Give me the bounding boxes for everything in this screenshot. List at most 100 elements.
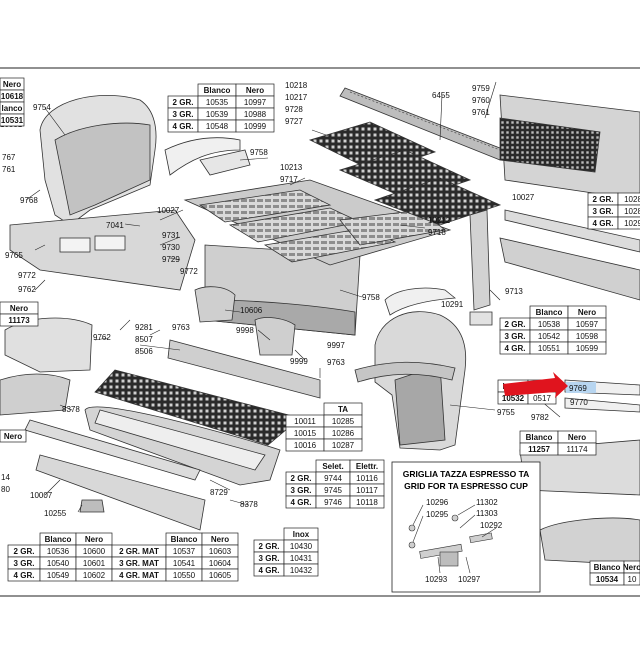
- label-8378b: 8378: [240, 500, 258, 509]
- table-header-cell: Blanco: [536, 308, 563, 317]
- table-cell: [0, 113, 25, 127]
- table-cell: [623, 572, 640, 586]
- label-9782: 9782: [531, 413, 549, 422]
- label-9281: 9281: [135, 323, 153, 332]
- table-cell-text: lanco: [2, 104, 23, 113]
- table-cell-text: 10117: [356, 486, 378, 495]
- label-10212: 10212: [428, 216, 451, 225]
- table-header-cell: Nero: [10, 304, 28, 313]
- table-cell-text: 10605: [209, 571, 232, 580]
- label-9730: 9730: [162, 243, 180, 252]
- table-cell-text: 10432: [290, 566, 313, 575]
- table-cell-text: 10015: [294, 429, 317, 438]
- label-767: 767: [2, 153, 16, 162]
- table-cell-text: 10598: [576, 332, 599, 341]
- label-8506: 8506: [135, 347, 153, 356]
- label-9760: 9760: [472, 96, 490, 105]
- table-cell-text: 10532: [502, 394, 525, 403]
- table-cell-text: 4 GR.: [505, 344, 526, 353]
- label-9762a: 9762: [18, 285, 36, 294]
- table-cell-text: 10599: [576, 344, 599, 353]
- label-9727: 9727: [285, 117, 303, 126]
- table-cell-text: 4 GR.: [14, 571, 35, 580]
- table-header-cell: Nero: [211, 535, 229, 544]
- label-761: 761: [2, 165, 16, 174]
- table-cell-text: 3 GR. MAT: [119, 559, 159, 568]
- label-9717: 9717: [280, 175, 298, 184]
- table-cell-text: 10531: [1, 116, 24, 125]
- highlight-box: [566, 382, 596, 393]
- red-arrow: [503, 372, 568, 398]
- table-cell-text: 10534: [596, 575, 619, 584]
- label-10027b: 10027: [512, 193, 535, 202]
- table-cell: [557, 442, 597, 456]
- table-cell-text: 10601: [83, 559, 106, 568]
- table-header-cell: Selet.: [322, 462, 343, 471]
- table-cell-text: 10: [628, 575, 637, 584]
- table-cell-text: 10116: [356, 474, 378, 483]
- label-9713: 9713: [505, 287, 523, 296]
- label-10007: 10007: [30, 491, 53, 500]
- table-cell-text: 2 GR.: [593, 195, 614, 204]
- table-cell-text: 1028: [624, 207, 640, 216]
- table-cell: [567, 341, 607, 355]
- label-9759: 9759: [472, 84, 490, 93]
- table-cell-text: Nero: [4, 432, 22, 441]
- table-cell-text: 10538: [538, 320, 561, 329]
- label-9768: 9768: [20, 196, 38, 205]
- table-cell-text: 2 GR.: [14, 547, 35, 556]
- griglia-part-11303: 11303: [476, 509, 498, 518]
- label-9758a: 9758: [250, 148, 268, 157]
- table-cell-text: 10536: [47, 547, 70, 556]
- label-9763b: 9763: [327, 358, 345, 367]
- table-cell-text: 10551: [538, 344, 561, 353]
- label-9718: 9718: [428, 228, 446, 237]
- table-cell-text: 3 GR.: [173, 110, 194, 119]
- part-shapes: [0, 87, 640, 566]
- table-cell-text: 10542: [538, 332, 561, 341]
- table-cell-text: 10997: [244, 98, 267, 107]
- label-9763a: 9763: [172, 323, 190, 332]
- leader-lines: [25, 81, 561, 513]
- label-9755: 9755: [497, 408, 515, 417]
- table-cell-text: 4 GR.: [291, 498, 312, 507]
- table-cell-text: 10600: [83, 547, 106, 556]
- table-header-cell: Nero: [85, 535, 103, 544]
- label-8729: 8729: [210, 488, 228, 497]
- table-cell-text: 2 GR.: [259, 542, 280, 551]
- table-cell-text: 10603: [209, 547, 232, 556]
- table-cell-text: 11173: [8, 316, 30, 325]
- table-cell-text: 10287: [332, 441, 355, 450]
- label-9997: 9997: [327, 341, 345, 350]
- table-header-cell: Nero: [568, 433, 586, 442]
- griglia-part-10293: 10293: [425, 575, 448, 584]
- griglia-title-2: GRID FOR TA ESPRESSO CUP: [404, 481, 528, 491]
- table-cell-text: 9745: [324, 486, 342, 495]
- label-9998: 9998: [236, 326, 254, 335]
- label-9728: 9728: [285, 105, 303, 114]
- table-cell-text: 9746: [324, 498, 342, 507]
- table-cell-text: 10535: [206, 98, 229, 107]
- table-cell-text: 10999: [244, 122, 267, 131]
- griglia-box: GRIGLIA TAZZA ESPRESSO TA GRID FOR TA ES…: [391, 461, 541, 593]
- table-header-cell: Nero: [578, 308, 596, 317]
- table-cell: [617, 216, 640, 230]
- table-cell-text: 4 GR.: [173, 122, 194, 131]
- table-header-cell: Inox: [293, 530, 310, 539]
- label-9769: 9769: [569, 384, 587, 393]
- table-cell-text: 10988: [244, 110, 267, 119]
- table-left-nero: Nero 11173: [0, 301, 39, 327]
- table-cell: [283, 563, 319, 577]
- table-cell: [0, 313, 39, 327]
- drip-tray-grid: [94, 369, 301, 446]
- label-10027a: 10027: [157, 206, 180, 215]
- table-cell-text: 11257: [528, 445, 550, 454]
- label-10213: 10213: [280, 163, 303, 172]
- table-cell-text: 3 GR.: [505, 332, 526, 341]
- griglia-part-10292: 10292: [480, 521, 503, 530]
- table-cell-text: 10285: [332, 417, 355, 426]
- table-header-cell: TA: [338, 405, 348, 414]
